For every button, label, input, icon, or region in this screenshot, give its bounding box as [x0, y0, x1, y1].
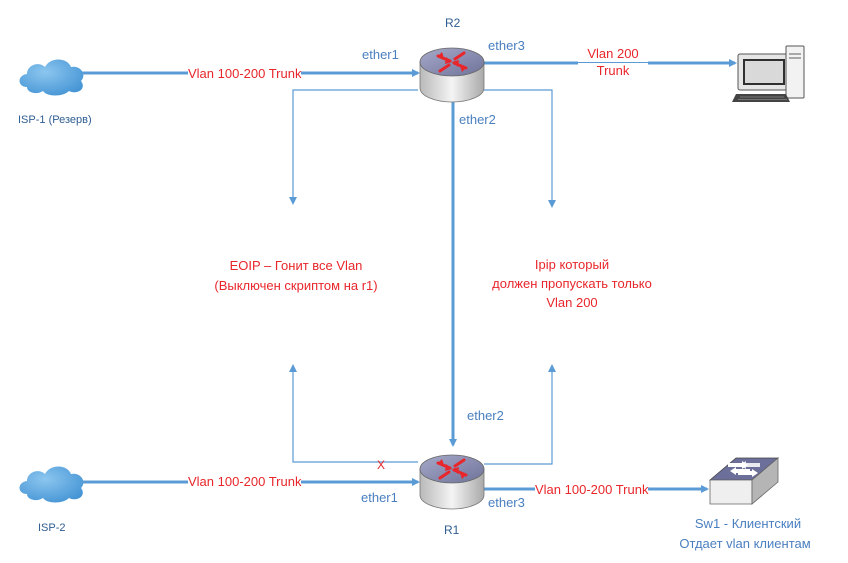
r1-ether3-label: ether3 [488, 495, 525, 510]
r1-sw1-trunk-label: Vlan 100-200 Trunk [535, 482, 649, 498]
r2-pc-trunk-label: Trunk [578, 63, 648, 79]
switch-icon[interactable] [708, 457, 780, 505]
eoip-upper-line [289, 89, 418, 205]
r1-ether2-label: ether2 [467, 408, 504, 423]
computer-icon[interactable] [732, 45, 805, 102]
sw1-label-line1: Sw1 - Клиентский [694, 516, 802, 531]
isp2-trunk-label: Vlan 100-200 Trunk [188, 474, 302, 490]
r2-label: R2 [445, 16, 461, 30]
r2-pc-vlan-label: Vlan 200 [578, 46, 648, 62]
r2-ether2-label: ether2 [459, 112, 496, 127]
ipip-label-line1: Ipip который [534, 257, 610, 272]
eoip-label-line2: (Выключен скриптом на r1) [214, 278, 378, 293]
ipip-lower-line [484, 364, 556, 465]
tunnel-lines [289, 89, 556, 465]
eoip-label-line1: EOIP – Гонит все Vlan [229, 258, 363, 273]
router-icon[interactable] [419, 454, 485, 510]
ipip-label-line3: Vlan 200 [546, 295, 598, 310]
eoip-lower-line [289, 364, 418, 463]
cloud-icon [19, 59, 84, 96]
router-icon[interactable] [419, 47, 485, 103]
r2-ether3-label: ether3 [488, 38, 525, 53]
isp1-trunk-label: Vlan 100-200 Trunk [188, 66, 302, 82]
sw1-label-line2: Отдает vlan клиентам [679, 536, 811, 551]
ipip-label-line2: должен пропускать только [492, 276, 652, 291]
cloud-icon [19, 466, 84, 503]
r1-ether1-label: ether1 [361, 490, 398, 505]
isp1-label: ISP-1 (Резерв) [18, 114, 92, 126]
isp2-label: ISP-2 [38, 522, 66, 534]
ipip-upper-line [484, 89, 556, 208]
r2-ether1-label: ether1 [362, 47, 399, 62]
disabled-mark: X [377, 458, 386, 472]
r1-label: R1 [444, 523, 460, 537]
